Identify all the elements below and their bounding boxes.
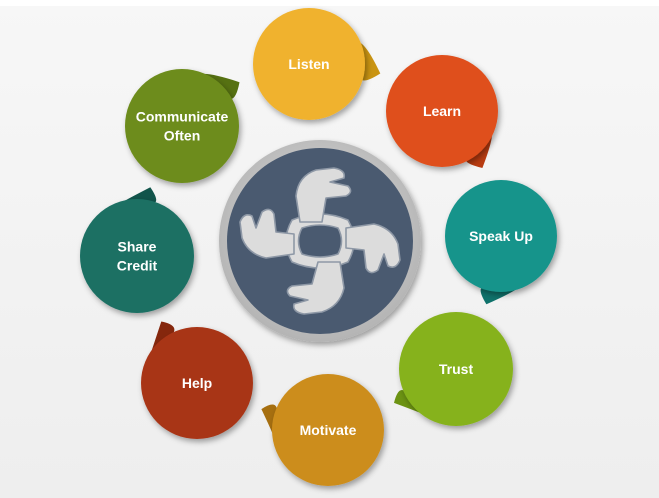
node-listen: Listen: [253, 8, 365, 120]
node-label-speak-up: Speak Up: [469, 228, 533, 244]
node-label-trust: Trust: [439, 361, 474, 377]
node-speak-up: Speak Up: [445, 180, 557, 292]
node-label-share-credit: Credit: [117, 258, 158, 274]
teamwork-hands-icon: [239, 167, 401, 315]
center-disc: [227, 148, 413, 334]
center-emblem: [219, 140, 421, 342]
node-help: Help: [141, 327, 253, 439]
node-trust: Trust: [399, 312, 513, 426]
node-circle-trust: [399, 312, 513, 426]
node-learn: Learn: [386, 55, 498, 167]
node-label-communicate-often: Communicate: [136, 109, 229, 125]
node-circle-speak-up: [445, 180, 557, 292]
node-label-learn: Learn: [423, 103, 461, 119]
node-motivate: Motivate: [272, 374, 384, 486]
top-strip: [0, 0, 659, 6]
node-label-listen: Listen: [288, 56, 329, 72]
node-label-motivate: Motivate: [300, 422, 357, 438]
node-circle-learn: [386, 55, 498, 167]
node-circle-share-credit: [80, 199, 194, 313]
node-label-share-credit: Share: [118, 239, 157, 255]
node-label-communicate-often: Often: [164, 128, 201, 144]
node-circle-help: [141, 327, 253, 439]
node-circle-listen: [253, 8, 365, 120]
node-circle-motivate: [272, 374, 384, 486]
node-label-help: Help: [182, 375, 212, 391]
node-circle-communicate-often: [125, 69, 239, 183]
